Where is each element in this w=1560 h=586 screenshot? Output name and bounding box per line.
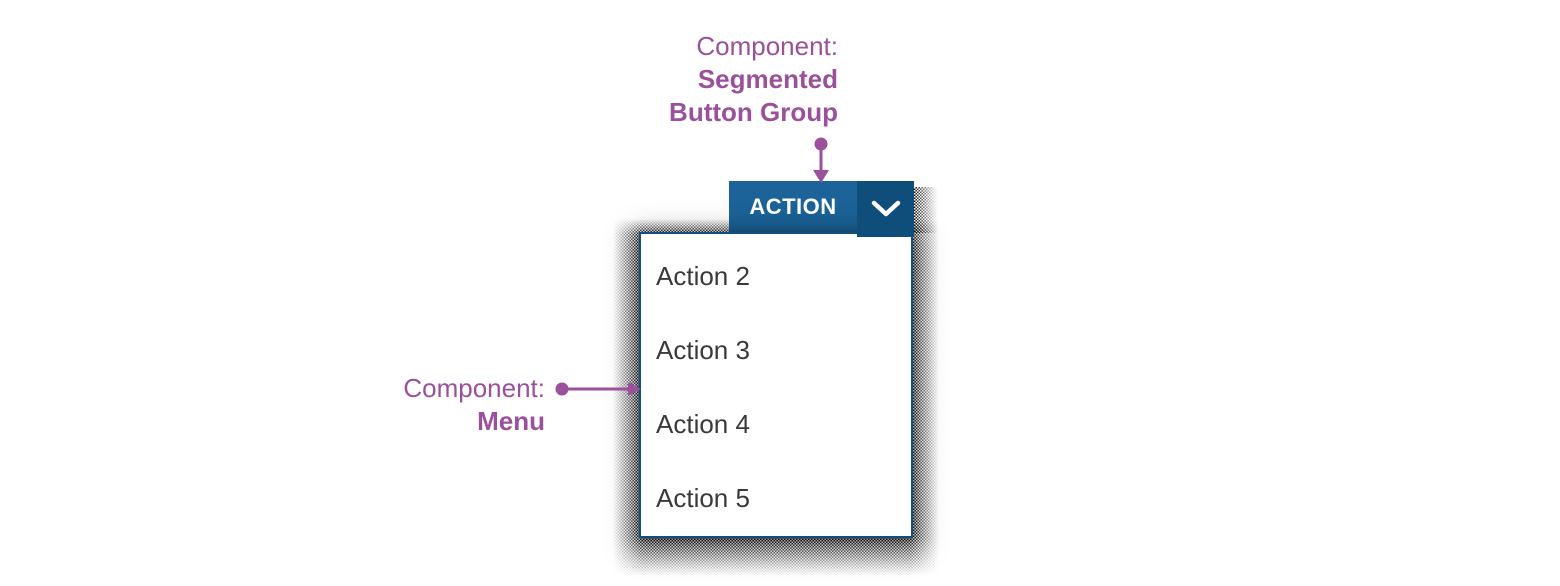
chevron-down-icon (871, 200, 900, 217)
menu-item[interactable]: Action 4 (656, 408, 750, 439)
dropdown-menu: Action 2 Action 3 Action 4 Action 5 (639, 232, 913, 538)
action-button[interactable]: ACTION (729, 181, 857, 232)
annotation-line: Button Group (669, 97, 838, 127)
menu-item[interactable]: Action 5 (656, 482, 750, 513)
dropdown-toggle-button[interactable] (857, 181, 914, 237)
menu-item[interactable]: Action 2 (656, 260, 750, 291)
annotation-menu: Component: Menu (225, 372, 545, 438)
annotation-line: Component: (696, 31, 838, 61)
annotation-line: Component: (403, 373, 545, 403)
button-drop-shadow (914, 187, 939, 233)
menu-item[interactable]: Action 3 (656, 334, 750, 365)
annotation-line: Menu (477, 406, 545, 436)
action-button-label: ACTION (749, 193, 837, 219)
annotation-line: Segmented (697, 64, 838, 94)
arrow-down-connector-icon (813, 137, 829, 183)
annotation-segmented-button-group: Component: Segmented Button Group (518, 30, 838, 129)
arrow-right-connector-icon (555, 382, 641, 396)
